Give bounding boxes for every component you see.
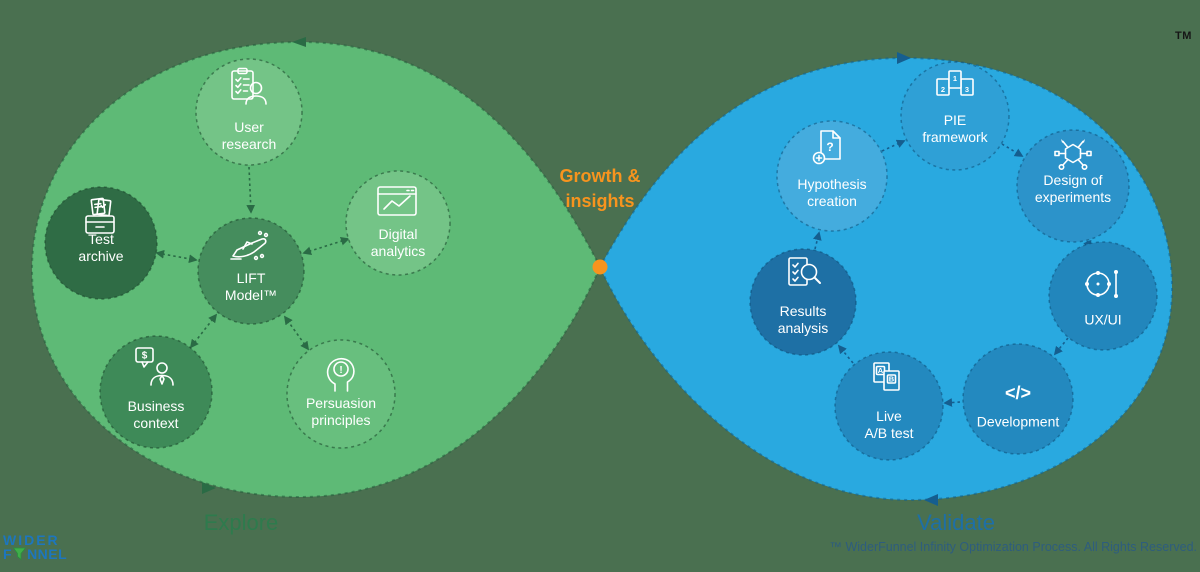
digital-analytics-icon — [377, 186, 417, 216]
lift-model-icon — [230, 230, 269, 261]
logo-word-wider: WIDER — [3, 532, 60, 548]
pie-framework-icon: 2 3 1 — [936, 70, 974, 96]
node-circle-persuasion-principles — [286, 339, 396, 449]
explore-flow-arrow-top — [292, 37, 306, 47]
explore-section-label: Explore — [203, 510, 279, 535]
node-circle-lift-model — [197, 217, 305, 325]
user-research-icon — [231, 67, 267, 105]
node-circle-hypothesis-creation — [776, 120, 888, 232]
svg-text:!: ! — [339, 365, 342, 376]
validate-section-label: Validate — [917, 510, 995, 535]
node-circle-design-of-experiments — [1016, 129, 1130, 243]
node-circle-live-ab-test — [834, 351, 944, 461]
hypothesis-creation-icon: ? — [812, 130, 841, 165]
test-archive-icon — [85, 197, 115, 234]
logo-funnel-prefix: F — [3, 546, 13, 563]
svg-text:?: ? — [826, 140, 833, 154]
svg-text:$: $ — [142, 351, 148, 362]
node-circle-results-analysis — [749, 248, 857, 356]
logo-funnel-suffix: NNEL — [27, 546, 68, 563]
live-ab-test-icon: A B — [873, 362, 900, 391]
node-circle-ux-ui — [1048, 241, 1158, 351]
development-icon: </> — [1005, 383, 1031, 403]
svg-text:A: A — [878, 366, 884, 375]
results-analysis-icon — [788, 257, 821, 286]
svg-text:2: 2 — [941, 85, 945, 94]
svg-text:3: 3 — [965, 85, 969, 94]
validate-flow-arrow-bottom — [924, 494, 938, 506]
node-circle-test-archive — [44, 186, 158, 300]
node-circle-digital-analytics — [345, 170, 451, 276]
funnel-icon — [13, 547, 27, 561]
logo-word-funnel: F NNEL — [3, 546, 68, 563]
explore-flow-arrow-bottom — [202, 482, 216, 494]
trademark-mark: TM — [1175, 30, 1192, 42]
growth-insights-dot — [592, 259, 608, 275]
node-circle-business-context — [99, 335, 213, 449]
node-circle-user-research — [195, 58, 303, 166]
svg-text:B: B — [889, 375, 895, 384]
design-of-experiments-icon — [1054, 139, 1092, 170]
svg-text:</>: </> — [1005, 383, 1031, 403]
rights-footer-text: ™ WiderFunnel Infinity Optimization Proc… — [829, 540, 1198, 554]
persuasion-principles-icon: ! — [326, 357, 355, 392]
svg-text:1: 1 — [953, 74, 957, 83]
business-context-icon: $ — [135, 347, 174, 386]
widerfunnel-logo: WIDER F NNEL — [3, 533, 67, 562]
ux-ui-icon — [1085, 270, 1118, 298]
validate-flow-arrow-top — [897, 52, 911, 64]
explore-connectors — [155, 166, 350, 351]
node-circle-development — [962, 343, 1074, 455]
node-circle-pie-framework — [900, 61, 1010, 171]
growth-insights-label: Growth & insights — [559, 165, 641, 211]
